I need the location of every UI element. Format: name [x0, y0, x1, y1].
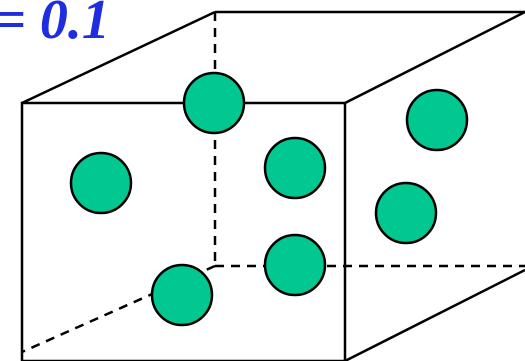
particles: [69, 71, 469, 327]
top-left-edge: [21, 10, 216, 105]
particle: [374, 181, 438, 245]
particle: [405, 88, 469, 152]
equation-label: = 0.1: [0, 0, 110, 51]
particle: [150, 263, 214, 327]
bottom-right-edge: [344, 268, 525, 361]
particle: [263, 233, 327, 297]
particle: [263, 136, 327, 200]
particle: [69, 151, 133, 215]
particle: [182, 71, 246, 135]
top-right-edge: [344, 10, 525, 105]
